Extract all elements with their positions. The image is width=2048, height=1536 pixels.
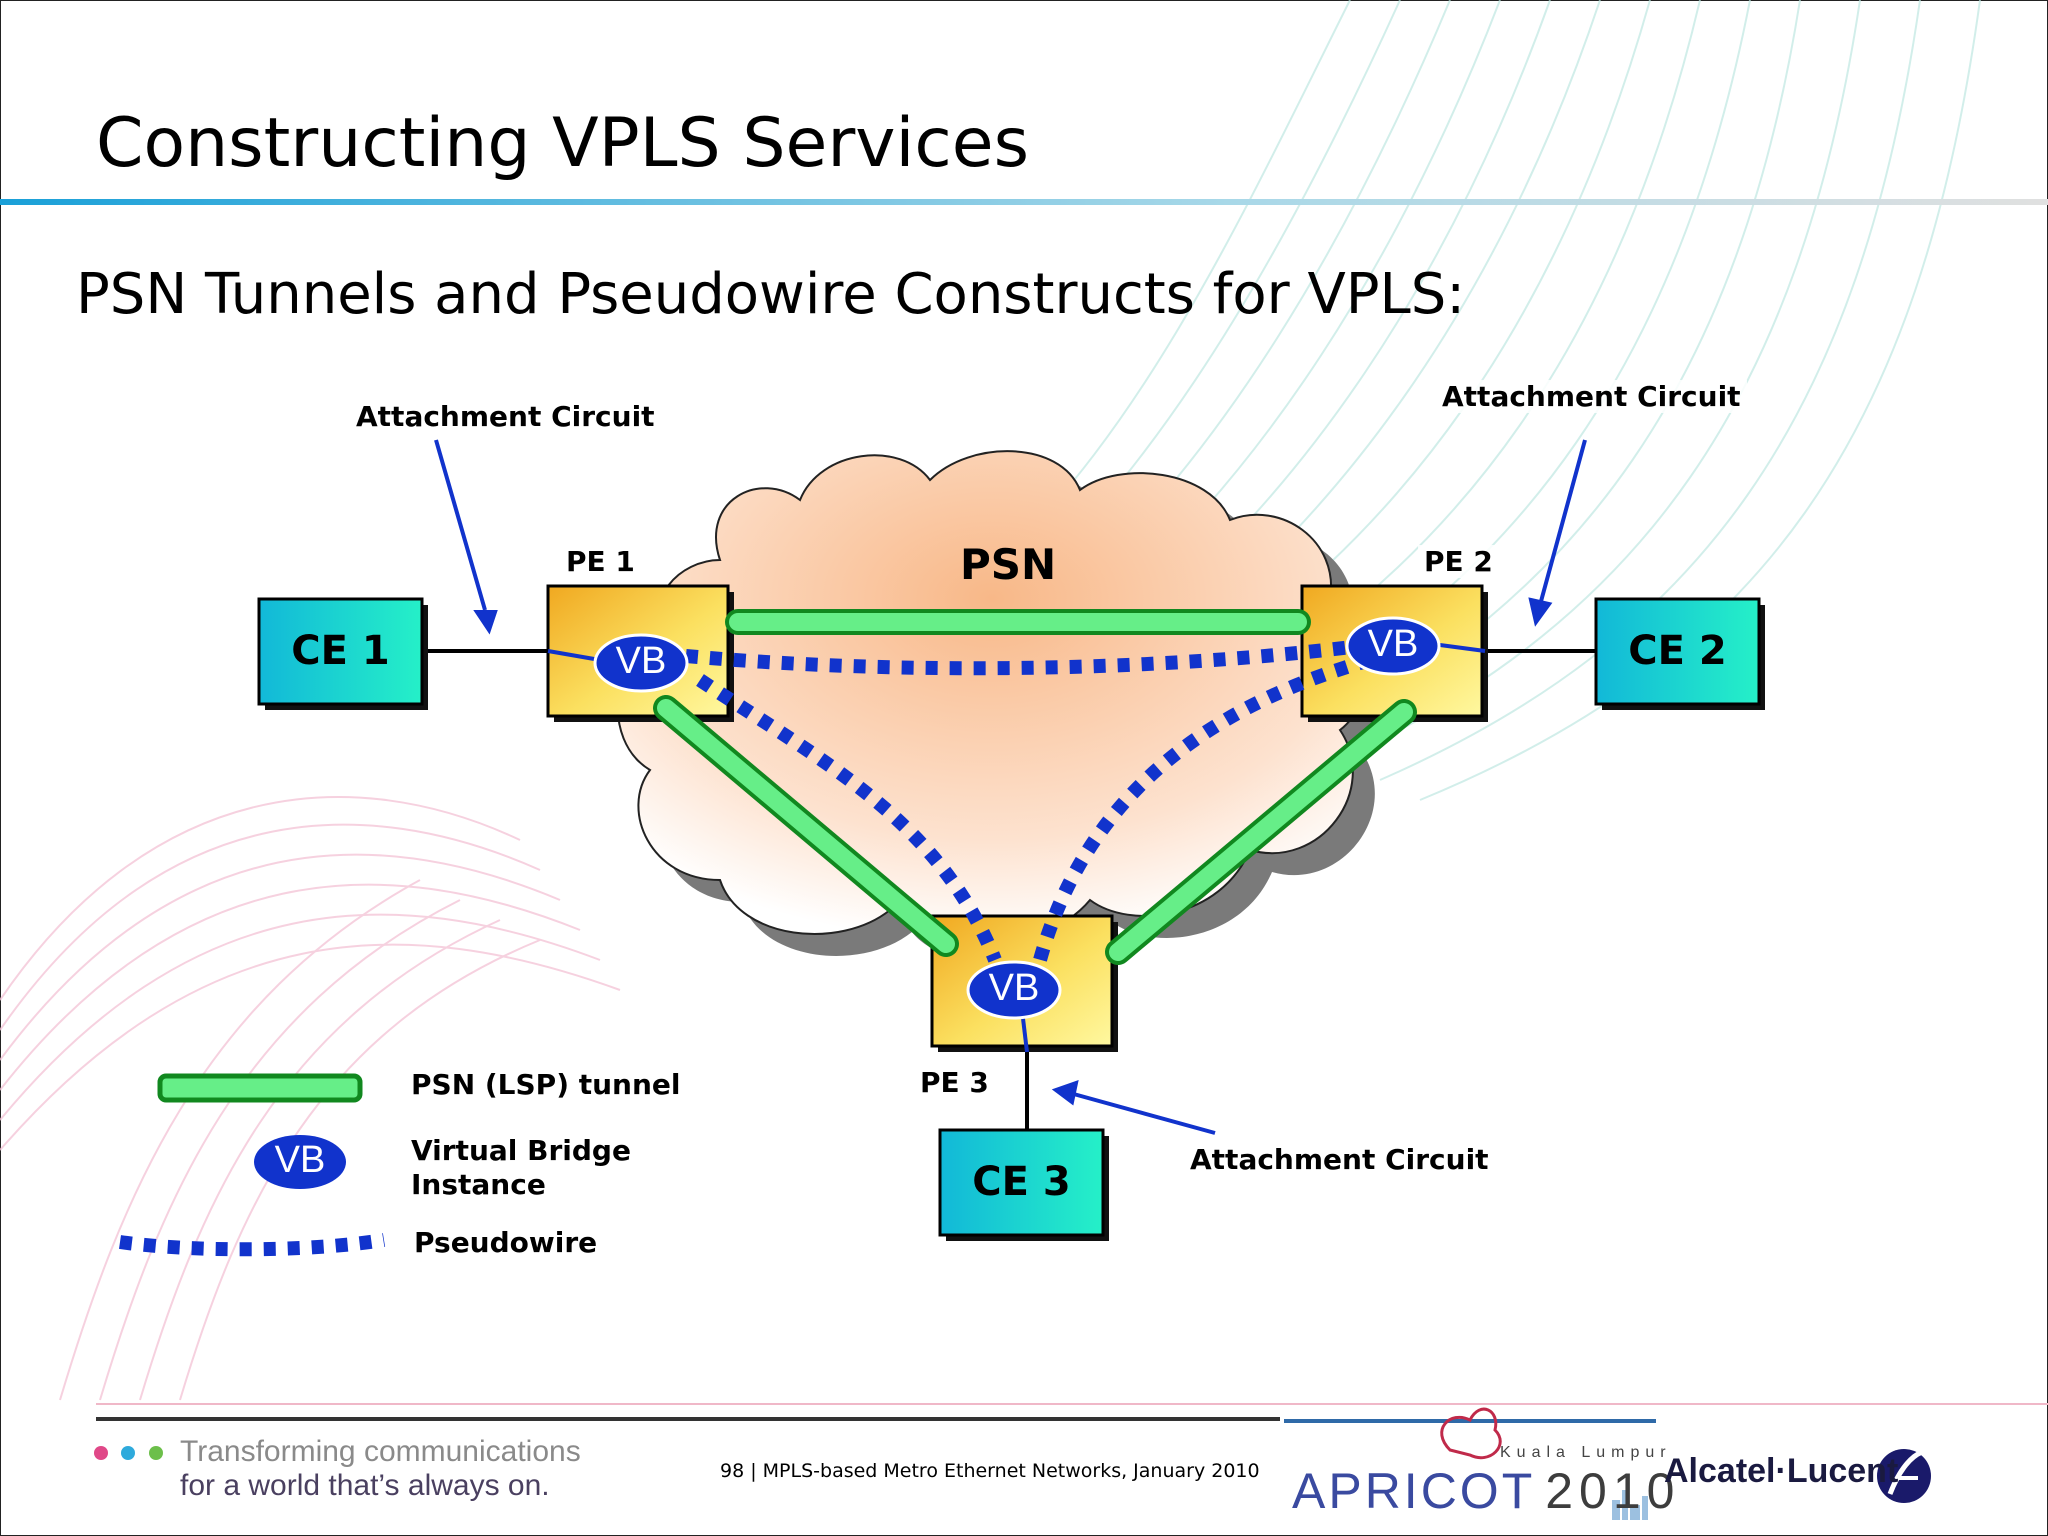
event-city: Kuala Lumpur [1500, 1444, 1672, 1461]
ce2-label: CE 2 [1628, 628, 1727, 674]
pseudowire-pe2-pe3 [1033, 653, 1372, 962]
legend-vb-line2: Instance [411, 1168, 546, 1201]
footer-tagline-line2: for a world that’s always on. [180, 1469, 550, 1502]
ac-label-pe3: Attachment Circuit [1184, 1143, 1495, 1176]
footer-dot-green [149, 1446, 163, 1460]
ac-inner-pe2 [1439, 643, 1486, 653]
event-name: APRICOT [1292, 1463, 1536, 1519]
vb-label-pe3: VB [988, 967, 1040, 1009]
vb-pe3 [966, 960, 1062, 1020]
footer-tagline: Transforming communications for a world … [180, 1435, 581, 1503]
legend-tunnel-symbol [157, 1073, 363, 1103]
psn-label: PSN [960, 540, 1057, 589]
page-title: Constructing VPLS Services [96, 104, 1030, 183]
title-underline [0, 199, 2048, 205]
tunnel-pe1-pe3 [653, 695, 959, 957]
alcatel-lucent-logo-icon [1877, 1449, 1931, 1503]
legend-pseudowire-symbol [119, 1233, 386, 1257]
skyline-icon [1612, 1490, 1648, 1520]
vb-pe1 [593, 633, 689, 693]
ac-label-pe2: Attachment Circuit [1436, 380, 1747, 413]
pe2-label: PE 2 [1418, 545, 1499, 578]
footer-dot-blue [121, 1446, 135, 1460]
ce3-label: CE 3 [972, 1159, 1071, 1205]
vb-label-pe2: VB [1367, 623, 1419, 665]
legend-vb-symbol-label: VB [274, 1139, 326, 1181]
ac-arrows [434, 439, 1587, 1135]
pe1-label: PE 1 [560, 545, 641, 578]
ce1-label: CE 1 [291, 628, 390, 674]
legend-tunnel-label: PSN (LSP) tunnel [405, 1068, 687, 1101]
footer-page-text: 98 | MPLS-based Metro Ethernet Networks,… [720, 1460, 1260, 1482]
ce3-box [938, 1128, 1109, 1241]
legend-vb-label: Virtual Bridge Instance [405, 1134, 637, 1202]
apricot-flower-icon [1440, 1407, 1502, 1460]
pseudowire-pe1-pe2 [685, 639, 1361, 676]
ac-label-pe1: Attachment Circuit [350, 400, 661, 433]
pe3-label: PE 3 [914, 1066, 995, 1099]
ac-inner-pe1 [547, 649, 601, 662]
tunnel-pe2-pe3 [1105, 699, 1417, 965]
legend-vb-symbol [254, 1135, 346, 1189]
pseudowires [685, 639, 1372, 963]
footer-dot-pink [94, 1446, 108, 1460]
tunnels [653, 609, 1417, 965]
decor-swoosh-pink [0, 796, 621, 1401]
page-subtitle: PSN Tunnels and Pseudowire Constructs fo… [76, 262, 1466, 327]
footer-tagline-line1: Transforming communications [180, 1435, 581, 1468]
legend-vb-line1: Virtual Bridge [411, 1134, 631, 1167]
vb-label-pe1: VB [615, 640, 667, 682]
ce1-box [257, 597, 428, 710]
event-year: 2010 [1545, 1463, 1681, 1519]
company-logo-text: Alcatel·Lucent [1664, 1452, 1899, 1490]
ce2-box [1594, 597, 1765, 710]
vb-pe2 [1345, 616, 1441, 676]
pseudowire-pe1-pe3 [696, 674, 1002, 963]
legend-pseudowire-label: Pseudowire [408, 1226, 604, 1259]
